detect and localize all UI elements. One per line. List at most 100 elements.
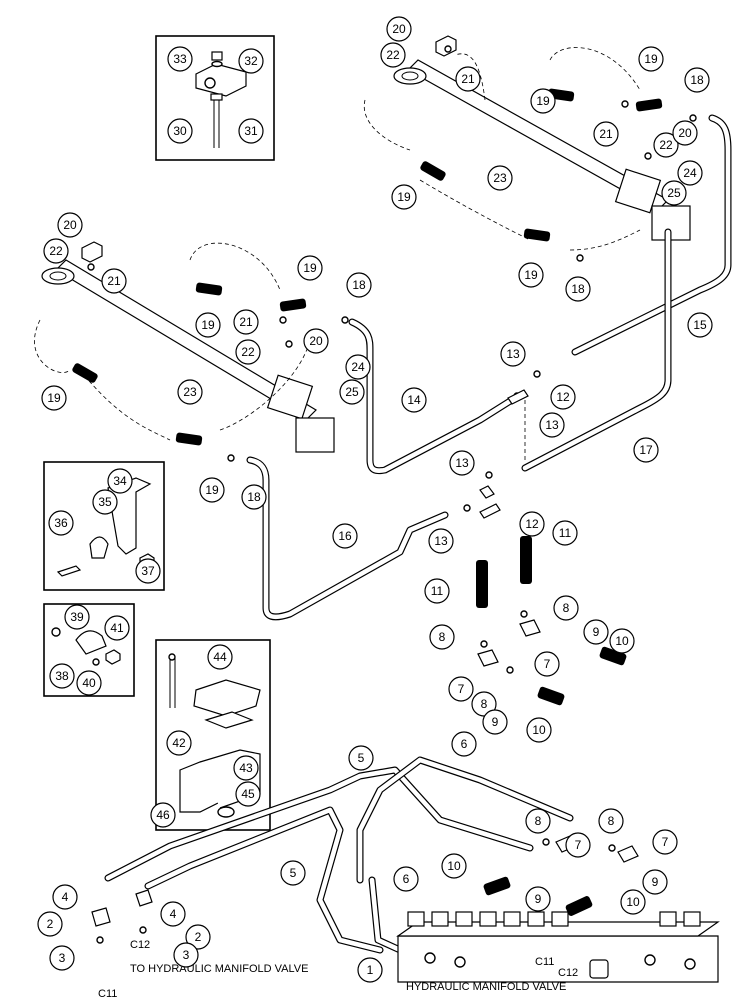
callout-number: 3 — [183, 948, 190, 962]
callout-circle — [345, 354, 371, 380]
callout-number: 45 — [241, 787, 255, 801]
callout-number: 19 — [536, 94, 550, 108]
callout-number: 37 — [141, 564, 155, 578]
callout-circle — [339, 379, 365, 405]
callout-number: 8 — [535, 814, 542, 828]
callout-c30: 30 — [167, 118, 193, 144]
callout-number: 36 — [54, 516, 68, 530]
callout-c3a: 3 — [49, 945, 75, 971]
callout-circle — [233, 309, 259, 335]
callout-c22a: 22 — [43, 238, 69, 264]
callout-circle — [448, 676, 474, 702]
callout-number: 34 — [113, 474, 127, 488]
callout-circle — [424, 578, 450, 604]
callout-c19g: 19 — [391, 184, 417, 210]
callout-number: 7 — [544, 657, 551, 671]
callout-number: 10 — [615, 634, 629, 648]
callout-number: 44 — [213, 650, 227, 664]
callout-c44: 44 — [207, 644, 233, 670]
callout-c5a: 5 — [348, 745, 374, 771]
callout-circle — [346, 272, 372, 298]
callout-c18c: 18 — [684, 67, 710, 93]
callout-c31: 31 — [238, 118, 264, 144]
callout-c19d: 19 — [199, 477, 225, 503]
callout-circle — [565, 276, 591, 302]
callout-circle — [386, 16, 412, 42]
callout-c20a: 20 — [57, 212, 83, 238]
callout-number: 19 — [303, 261, 317, 275]
callout-c19b: 19 — [297, 255, 323, 281]
callout-circle — [500, 341, 526, 367]
callout-c2a: 2 — [37, 911, 63, 937]
callout-circle — [518, 262, 544, 288]
callout-circle — [160, 901, 186, 927]
callout-circle — [661, 180, 687, 206]
callout-number: 25 — [345, 385, 359, 399]
callout-number: 31 — [244, 124, 258, 138]
callout-circle — [534, 651, 560, 677]
callout-number: 13 — [455, 456, 469, 470]
tube-15 — [571, 114, 732, 356]
callout-circle — [642, 869, 668, 895]
callout-number: 20 — [392, 22, 406, 36]
callout-c8a: 8 — [553, 595, 579, 621]
callout-circle — [76, 670, 102, 696]
callout-number: 14 — [407, 393, 421, 407]
callout-circle — [49, 945, 75, 971]
callout-number: 18 — [690, 73, 704, 87]
callout-circle — [357, 957, 383, 983]
callout-c4a: 4 — [52, 884, 78, 910]
callout-c3b: 3 — [173, 942, 199, 968]
callout-c24a: 24 — [345, 354, 371, 380]
callout-circle — [391, 184, 417, 210]
callout-number: 21 — [107, 274, 121, 288]
callout-c7a: 7 — [534, 651, 560, 677]
callout-circle — [552, 520, 578, 546]
callout-c32: 32 — [238, 48, 264, 74]
callout-circle — [638, 46, 664, 72]
callout-number: 30 — [173, 124, 187, 138]
callout-c35: 35 — [92, 489, 118, 515]
callout-number: 40 — [82, 676, 96, 690]
callout-circle — [135, 558, 161, 584]
right-cylinder — [393, 35, 691, 241]
callout-circle — [150, 802, 176, 828]
callout-number: 7 — [458, 682, 465, 696]
callout-c18a: 18 — [346, 272, 372, 298]
callout-c7b: 7 — [448, 676, 474, 702]
callout-number: 21 — [239, 315, 253, 329]
callout-c20b: 20 — [303, 328, 329, 354]
callout-c11a: 11 — [552, 520, 578, 546]
callout-circle — [565, 832, 591, 858]
callout-circle — [238, 48, 264, 74]
callout-number: 16 — [338, 529, 352, 543]
callout-c9c: 9 — [525, 886, 551, 912]
callout-circle — [235, 781, 261, 807]
callout-c10c: 10 — [441, 853, 467, 879]
callout-circle — [598, 808, 624, 834]
callout-number: 6 — [461, 737, 468, 751]
callout-c40: 40 — [76, 670, 102, 696]
callout-circle — [653, 132, 679, 158]
callout-circle — [104, 615, 130, 641]
callout-number: 22 — [49, 244, 63, 258]
callout-c9b: 9 — [482, 709, 508, 735]
callout-circle — [530, 88, 556, 114]
callout-c46: 46 — [150, 802, 176, 828]
callout-c23a: 23 — [177, 379, 203, 405]
callout-c14: 14 — [401, 387, 427, 413]
callout-c19e: 19 — [530, 88, 556, 114]
left-cylinder — [41, 241, 335, 453]
callout-circle — [380, 42, 406, 68]
callout-c21b: 21 — [233, 309, 259, 335]
callout-c18b: 18 — [241, 484, 267, 510]
callout-number: 24 — [683, 166, 697, 180]
callout-circle — [64, 604, 90, 630]
callout-number: 7 — [575, 838, 582, 852]
callout-number: 22 — [659, 138, 673, 152]
callout-c9d: 9 — [642, 869, 668, 895]
callout-circle — [525, 808, 551, 834]
callout-number: 20 — [678, 126, 692, 140]
callout-circle — [167, 118, 193, 144]
